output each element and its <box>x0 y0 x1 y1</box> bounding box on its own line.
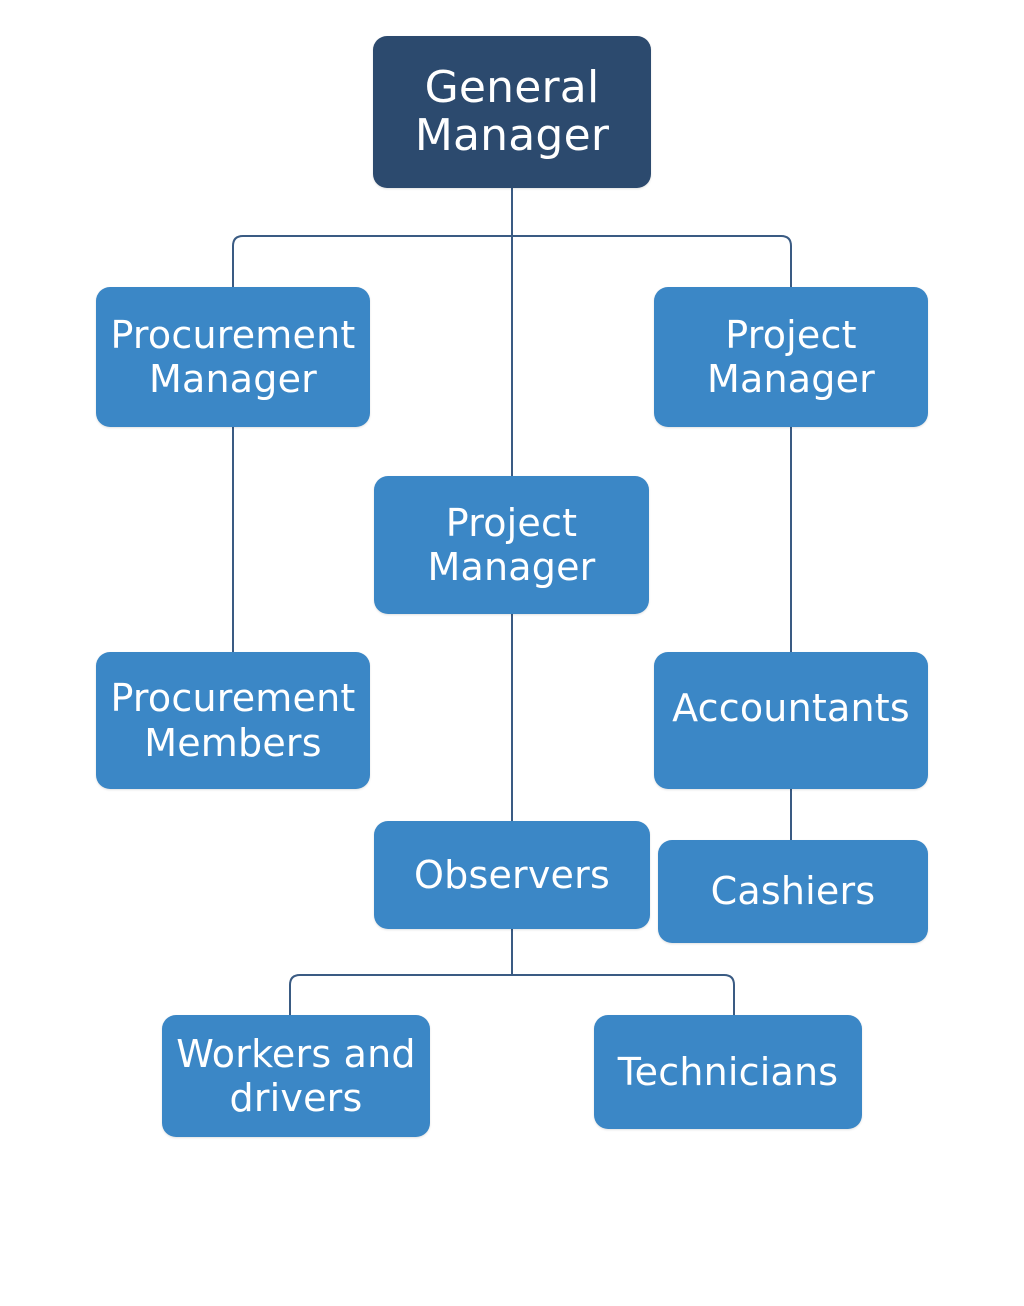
node-cashiers: Cashiers <box>658 840 928 943</box>
node-project-manager-right: Project Manager <box>654 287 928 427</box>
node-label: General Manager <box>414 61 610 161</box>
node-label: Procurement Members <box>110 676 356 765</box>
node-observers: Observers <box>374 821 650 929</box>
node-label: Project Manager <box>427 500 596 589</box>
node-label: Cashiers <box>710 869 876 914</box>
node-label: Procurement Manager <box>110 312 356 401</box>
node-workers-and-drivers: Workers and drivers <box>162 1015 430 1137</box>
node-technicians: Technicians <box>594 1015 862 1129</box>
node-procurement-manager: Procurement Manager <box>96 287 370 427</box>
node-label: Observers <box>414 852 610 897</box>
node-procurement-members: Procurement Members <box>96 652 370 789</box>
connector-observers-bus <box>289 928 735 1016</box>
node-accountants: Accountants <box>654 652 928 789</box>
node-project-manager-center: Project Manager <box>374 476 649 614</box>
node-label: Technicians <box>617 1049 839 1094</box>
node-label: Workers and drivers <box>176 1031 416 1120</box>
node-label: Accountants <box>672 686 910 730</box>
connector-gm-bus <box>232 235 792 288</box>
node-label: Project Manager <box>707 312 875 401</box>
node-general-manager: General Manager <box>373 36 651 188</box>
